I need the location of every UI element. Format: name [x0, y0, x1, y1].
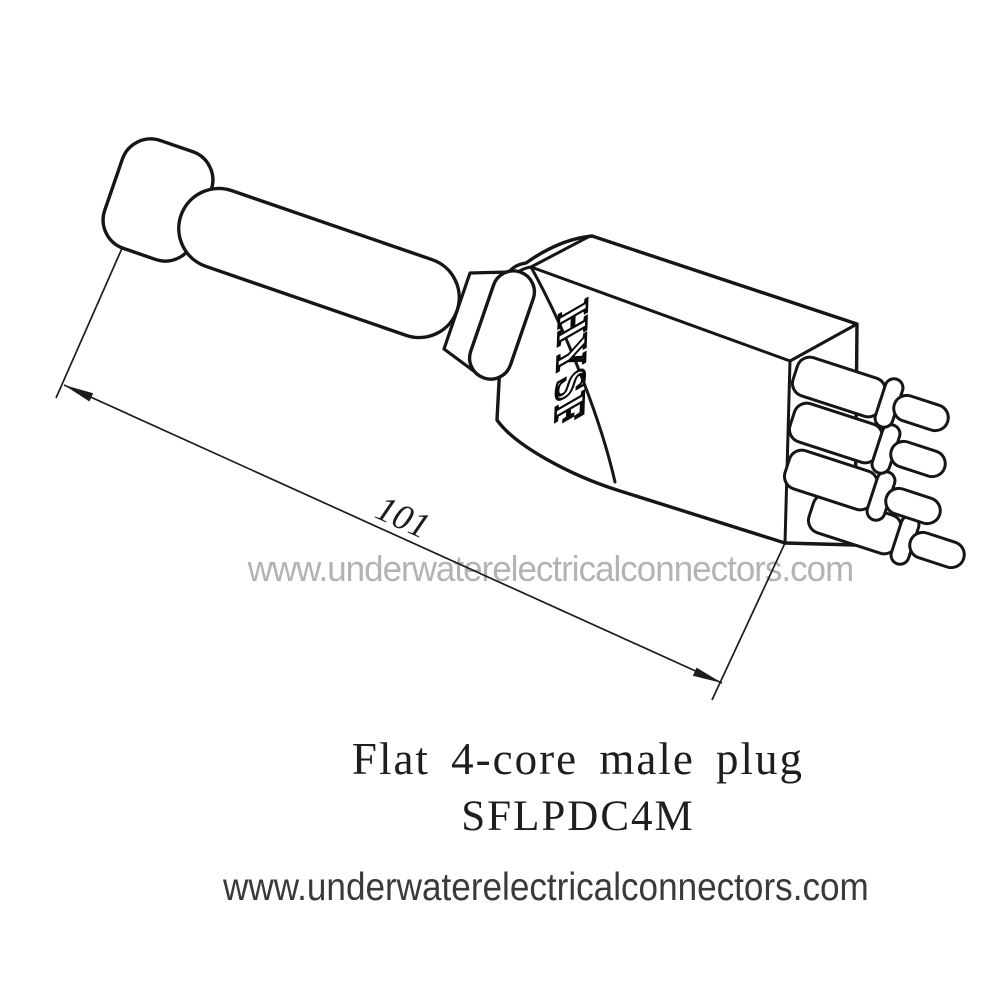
- caption-model: SFLPDC4M: [461, 792, 695, 840]
- pin-2: [787, 401, 947, 479]
- body-front-face-edge: [529, 265, 617, 484]
- dimension-line: [63, 384, 723, 684]
- caption-title: Flat 4-core male plug: [351, 734, 805, 784]
- body-top-face-edge: [529, 265, 792, 363]
- footer-url: www.underwaterelectricalconnectors.com: [223, 866, 869, 909]
- dimension-group: [55, 245, 786, 701]
- dimension-label: 101: [370, 488, 436, 547]
- connector-body: [495, 234, 859, 547]
- dimension-extension-line-right: [711, 542, 786, 701]
- pin-1: [790, 355, 950, 433]
- pin-4-tip: [908, 530, 966, 570]
- pin-1-tip: [892, 393, 950, 433]
- pin-2-tip: [889, 439, 947, 479]
- dimension-extension-line-left: [55, 245, 124, 399]
- pin-3: [782, 448, 942, 526]
- caption: Flat 4-core male plug SFLPDC4M: [0, 734, 1000, 840]
- watermark-text: www.underwaterelectricalconnectors.com: [247, 548, 855, 589]
- pin-3-tip: [884, 486, 942, 526]
- dimension-arrow-left-icon: [64, 385, 94, 402]
- cable-tube: [177, 186, 461, 340]
- dimension-arrow-right-icon: [692, 667, 722, 683]
- strain-relief-bead: [467, 269, 537, 381]
